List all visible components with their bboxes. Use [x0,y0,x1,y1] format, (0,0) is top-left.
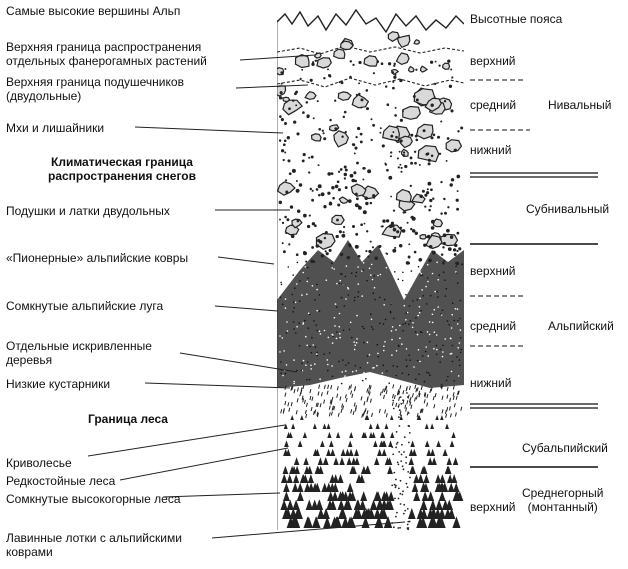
label-alpine-middle: средний [470,319,517,333]
label-closed-forest: Сомкнутые высокогорные леса [6,492,181,506]
peak-ridge [277,8,464,34]
label-closed-meadows: Сомкнутые альпийские луга [6,299,164,313]
label-nival: Нивальный [548,98,612,112]
label-montane: Среднегорный (монтанный) [522,486,604,514]
label-nival-middle: средний [470,98,517,112]
label-open-forest: Редкостойные леса [6,474,116,488]
label-montane-upper: верхний [470,500,516,514]
label-nival-lower: нижний [470,143,512,157]
cushion-line [277,77,464,88]
label-crooked-trees: Отдельные искривленные деревья [6,339,152,367]
label-snow-line: Климатическая граница распространения сн… [48,155,197,183]
label-phanerogam-limit: Верхняя граница распространения отдельны… [6,40,207,68]
label-highest-peaks: Самые высокие вершины Альп [6,4,181,18]
label-subalpine: Субальпийский [522,441,608,455]
label-alpine-lower: нижний [470,376,512,390]
label-alpine-upper: верхний [470,264,516,278]
belt-boundaries [470,79,598,468]
label-krummholz: Криволесье [6,456,72,470]
pointer-lines [87,54,406,539]
label-cushion-limit: Верхняя граница подушечников (двудольные… [6,75,184,103]
label-low-shrubs: Низкие кустарники [6,377,111,391]
label-belts-title: Высотные пояса [470,12,563,26]
label-subnival: Субнивальный [526,202,610,216]
label-dicot-cushions: Подушки и латки двудольных [6,204,170,218]
label-nival-upper: верхний [470,54,516,68]
vegetation-column [277,8,464,531]
phanerogam-line [277,45,464,55]
label-avalanche-chutes: Лавинные лотки с альпийскими коврами [6,531,182,559]
label-alpine: Альпийский [548,319,614,333]
label-forest-line: Граница леса [88,412,168,426]
label-pioneer-carpets: «Пионерные» альпийские ковры [6,251,189,265]
label-mosses-lichens: Мхи и лишайники [6,121,105,135]
